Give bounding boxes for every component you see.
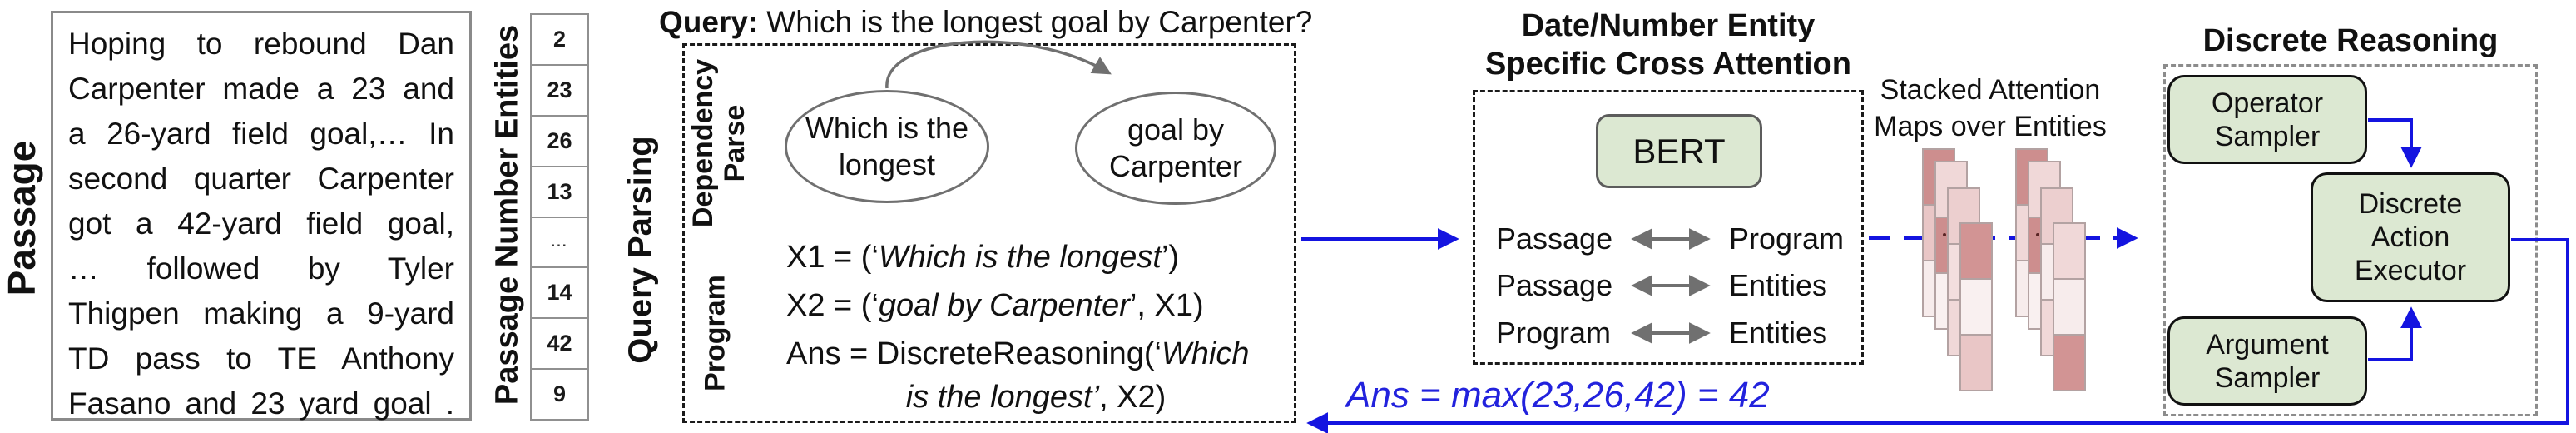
argument-sampler-box: Argument Sampler [2167,316,2367,406]
pair-left-label: Passage [1496,268,1613,302]
program-text-italic: goal by Carpenter [878,288,1130,323]
discrete-reasoning-title: Discrete Reasoning [2202,23,2499,58]
program-text: Ans = DiscreteReasoning(‘ [786,336,1162,371]
stacked-maps-title: Stacked Attention Maps over Entities [1874,74,2107,142]
entity-column: 2 23 26 13 ... 14 42 9 [530,13,589,421]
attention-map-strip [1959,222,1993,391]
passage-line: second quarter Carpenter [68,162,454,196]
passage-line: … followed by Tyler [68,251,454,286]
attention-cell [2054,334,2084,390]
program-text: , X2) [1099,380,1167,415]
discrete-action-executor-box: Discrete Action Executor [2311,172,2510,302]
attention-map-strip [2053,222,2086,391]
query-text: Which is the longest goal by Carpenter? [766,5,1313,39]
entity-cell: 14 [530,266,589,320]
program-text: X2 = (‘ [786,288,879,323]
program-text: X1 = (‘ [786,240,879,275]
bert-box: BERT [1596,114,1762,188]
pair-right-label: Entities [1729,316,1828,350]
passage-line: Hoping to rebound Dan [68,27,454,61]
passage-line: Thigpen making a 9-yard [68,296,454,331]
operator-sampler-box: Operator Sampler [2167,75,2367,164]
operator-to-executor-arrow [2368,118,2422,168]
program-text-italic: Which [1161,336,1250,371]
attention-cell [1961,334,1991,390]
attention-cell [2054,224,2084,278]
dependency-arrow [885,40,1112,89]
program-text: ’, X1) [1129,288,1204,323]
entity-cell: 42 [530,317,589,371]
passage-line: a 26-yard field goal,… In [68,117,454,151]
program-text: ’) [1161,240,1180,275]
attention-cell [1961,278,1991,334]
pair-left-label: Passage [1496,221,1613,256]
passage-line: got a 42-yard field goal, [68,207,454,241]
pair-right-label: Program [1729,221,1845,256]
passage-line: Carpenter made a 23 and [68,72,454,106]
argument-to-executor-arrow [2368,306,2422,361]
dependency-node-which-is-the-longest: Which is the longest [785,90,989,203]
program-line-x1: X1 = (‘Which is the longest’) [786,238,1179,276]
program-text-italic: Which is the longest [878,240,1162,275]
program-text-italic: is the longest’ [905,380,1100,415]
entity-cell: 26 [530,114,589,167]
query-parsing-box [682,43,1296,423]
passage-line: Fasano and 23 yard goal . [68,386,454,421]
pair-left-label: Program [1496,316,1612,350]
attention-cell [1961,224,1991,278]
dependency-node-goal-by-carpenter: goal by Carpenter [1075,92,1276,205]
answer-text: Ans = max(23,26,42) = 42 [1346,375,1770,416]
entity-cell: 9 [530,368,589,421]
query-prefix: Query: [659,5,759,39]
program-line-ans: Ans = DiscreteReasoning(‘Which [786,335,1250,373]
passage-line: TD pass to TE Anthony [68,341,454,376]
passage-text-box: Hoping to rebound Dan Carpenter made a 2… [51,11,472,421]
attention-cell [2054,278,2084,334]
cross-attention-title: Date/Number Entity Specific Cross Attent… [1485,8,1851,82]
feedback-arrow [1306,238,2569,433]
pair-right-label: Entities [1729,268,1828,302]
query-title: Query:Which is the longest goal by Carpe… [659,5,1312,40]
entity-cell: 13 [530,165,589,218]
program-line-ans-cont: is the longest’, X2) [786,378,1286,416]
cross-attention-box [1473,90,1864,365]
program-line-x2: X2 = (‘goal by Carpenter’, X1) [786,286,1204,325]
